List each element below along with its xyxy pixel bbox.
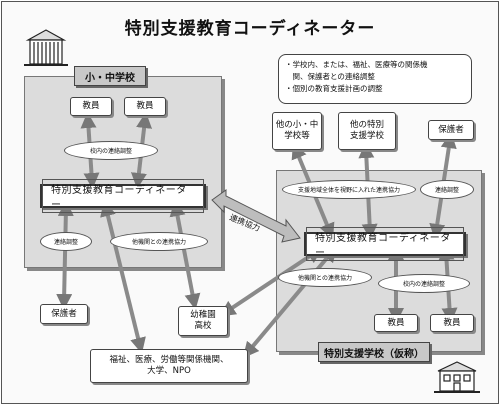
other-special-line-2: 支援学校 — [349, 131, 384, 141]
special-liaison-oval: 校内の連絡調整 — [378, 274, 470, 293]
school-header: 小・中学校 — [74, 66, 146, 86]
special-coordinator-box: 特別支援教育コーディネーター — [304, 227, 466, 261]
note-line-2: 関、保護者との連絡調整 — [285, 72, 375, 81]
school-otherorg-oval: 他機関との連携協力 — [110, 232, 208, 251]
special-teacher-1: 教員 — [374, 314, 418, 332]
highschool-label: 高校 — [194, 321, 212, 331]
school-building-icon — [24, 29, 68, 66]
school-coordinator-box: 特別支援教育コーディネーター — [40, 179, 206, 213]
other-schools-line-1: 他の小・中 — [275, 120, 319, 130]
cooperation-double-arrow — [211, 189, 301, 243]
special-guardian-box: 保護者 — [428, 120, 474, 140]
note-line-3: ・個別の教育支援計画の調整 — [285, 84, 383, 93]
school-liaison-oval: 校内の連絡調整 — [64, 141, 158, 160]
special-school-building-icon — [434, 361, 480, 393]
arrow-coordinator-guardian — [56, 200, 74, 310]
other-schools-box: 他の小・中 学校等 — [272, 112, 322, 150]
special-otherorg-oval: 他機関との連携協力 — [278, 268, 372, 287]
arrow-coordinator-kindergarten — [169, 200, 201, 310]
arrow-coordinator-welfare — [100, 200, 146, 354]
school-coordinator-label: 特別支援教育コーディネーター — [42, 179, 204, 213]
welfare-line-1: 福祉、医療、労働等関係機関、 — [109, 355, 229, 365]
diagram-title: 特別支援教育コーディネーター — [124, 19, 376, 39]
other-special-schools-box: 他の特別 支援学校 — [338, 112, 396, 150]
special-teacher-2: 教員 — [430, 314, 474, 332]
school-guardian-box: 保護者 — [40, 304, 88, 324]
kindergarten-box: 幼稚園 高校 — [178, 306, 228, 336]
special-coordinator-label: 特別支援教育コーディネーター — [306, 227, 464, 261]
note-line-1: ・学校内、または、福祉、医療等の関係機 — [285, 60, 428, 69]
special-contact-oval: 連絡調整 — [420, 180, 474, 199]
school-teacher-1: 教員 — [70, 97, 112, 116]
other-schools-line-2: 学校等 — [284, 131, 310, 141]
special-school-footer: 特別支援学校（仮称） — [318, 342, 430, 362]
school-contact-oval: 連絡調整 — [40, 232, 92, 251]
welfare-box: 福祉、医療、労働等関係機関、 大学、NPO — [90, 349, 248, 383]
other-special-line-1: 他の特別 — [349, 120, 384, 130]
regional-cooperation-oval: 支援地域全体を視野に入れた連携協力 — [282, 180, 416, 199]
role-notes-box: ・学校内、または、福祉、医療等の関係機 関、保護者との連絡調整 ・個別の教育支援… — [278, 54, 472, 104]
welfare-line-2: 大学、NPO — [147, 366, 191, 376]
kindergarten-label: 幼稚園 — [190, 310, 216, 320]
school-teacher-2: 教員 — [124, 97, 166, 116]
